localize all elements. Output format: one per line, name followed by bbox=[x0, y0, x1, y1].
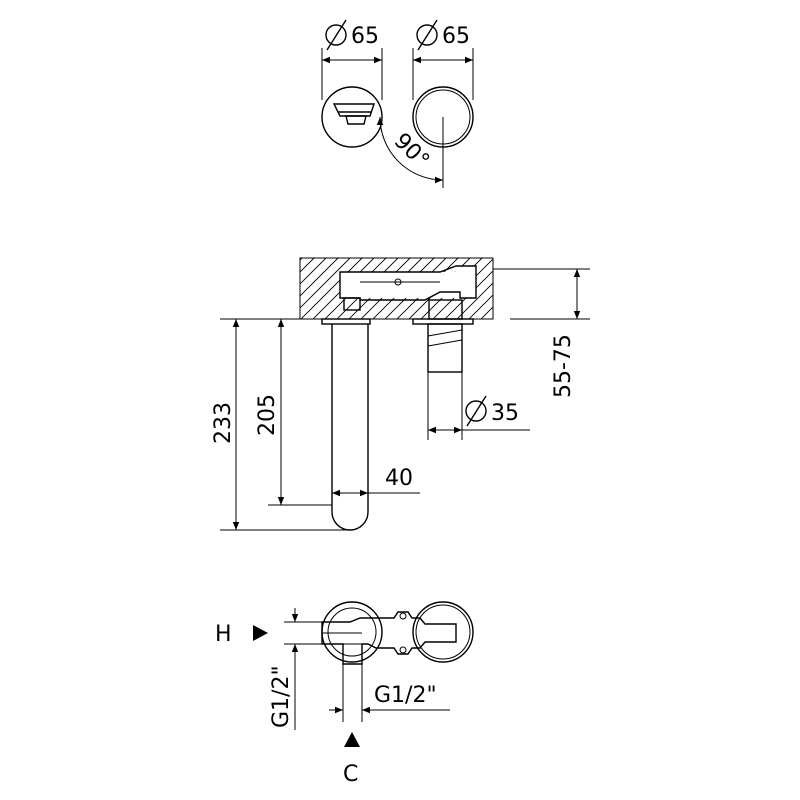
handle-rosette bbox=[412, 318, 474, 325]
bottom-rosette-right bbox=[412, 601, 474, 663]
hatch-line bbox=[300, 258, 363, 319]
bottom-view: H G1/2" G1/2" C bbox=[215, 601, 474, 787]
diameter-symbol-left bbox=[325, 19, 347, 51]
dim-spout-width: 40 bbox=[385, 466, 413, 491]
side-view: 55-75 35 233 205 40 bbox=[211, 257, 590, 531]
hatch-line bbox=[300, 258, 303, 261]
angle-arc bbox=[376, 116, 444, 184]
dim-height-total: 233 bbox=[211, 402, 236, 444]
dim-thread-vertical: G1/2" bbox=[269, 665, 294, 728]
hatch-line bbox=[300, 258, 339, 297]
hatch-line bbox=[468, 294, 493, 319]
label-cold: C bbox=[343, 762, 358, 787]
dim-diameter-left: 65 bbox=[351, 24, 379, 49]
rosette-left bbox=[321, 86, 383, 148]
spout-rosette bbox=[321, 318, 371, 325]
lever-top bbox=[332, 103, 375, 117]
dim-depth-range: 55-75 bbox=[551, 334, 576, 398]
handle bbox=[427, 299, 463, 373]
hatch-line bbox=[300, 258, 315, 273]
spout bbox=[331, 324, 369, 531]
bottom-body bbox=[321, 611, 457, 665]
hatch-line bbox=[300, 258, 327, 285]
diameter-symbol-handle bbox=[465, 395, 487, 427]
hatch-line bbox=[492, 318, 493, 319]
hatch-line bbox=[456, 282, 493, 319]
cold-arrow-icon bbox=[344, 732, 360, 747]
hatch-line bbox=[300, 258, 351, 309]
hatch-line bbox=[480, 306, 493, 319]
bottom-rosette-left bbox=[321, 601, 383, 663]
diameter-symbol-right bbox=[416, 19, 438, 51]
dim-diameter-right: 65 bbox=[442, 24, 470, 49]
dim-diameter-handle: 35 bbox=[491, 401, 519, 426]
hatch-line bbox=[504, 258, 566, 320]
dim-height-spout: 205 bbox=[255, 394, 280, 436]
label-hot: H bbox=[215, 622, 232, 647]
dim-thread-horizontal: G1/2" bbox=[374, 683, 437, 708]
hatch-line bbox=[516, 258, 578, 320]
dim-angle: 90° bbox=[389, 129, 434, 174]
top-view: 65 65 90° bbox=[321, 19, 474, 188]
hot-arrow-icon bbox=[253, 625, 268, 641]
